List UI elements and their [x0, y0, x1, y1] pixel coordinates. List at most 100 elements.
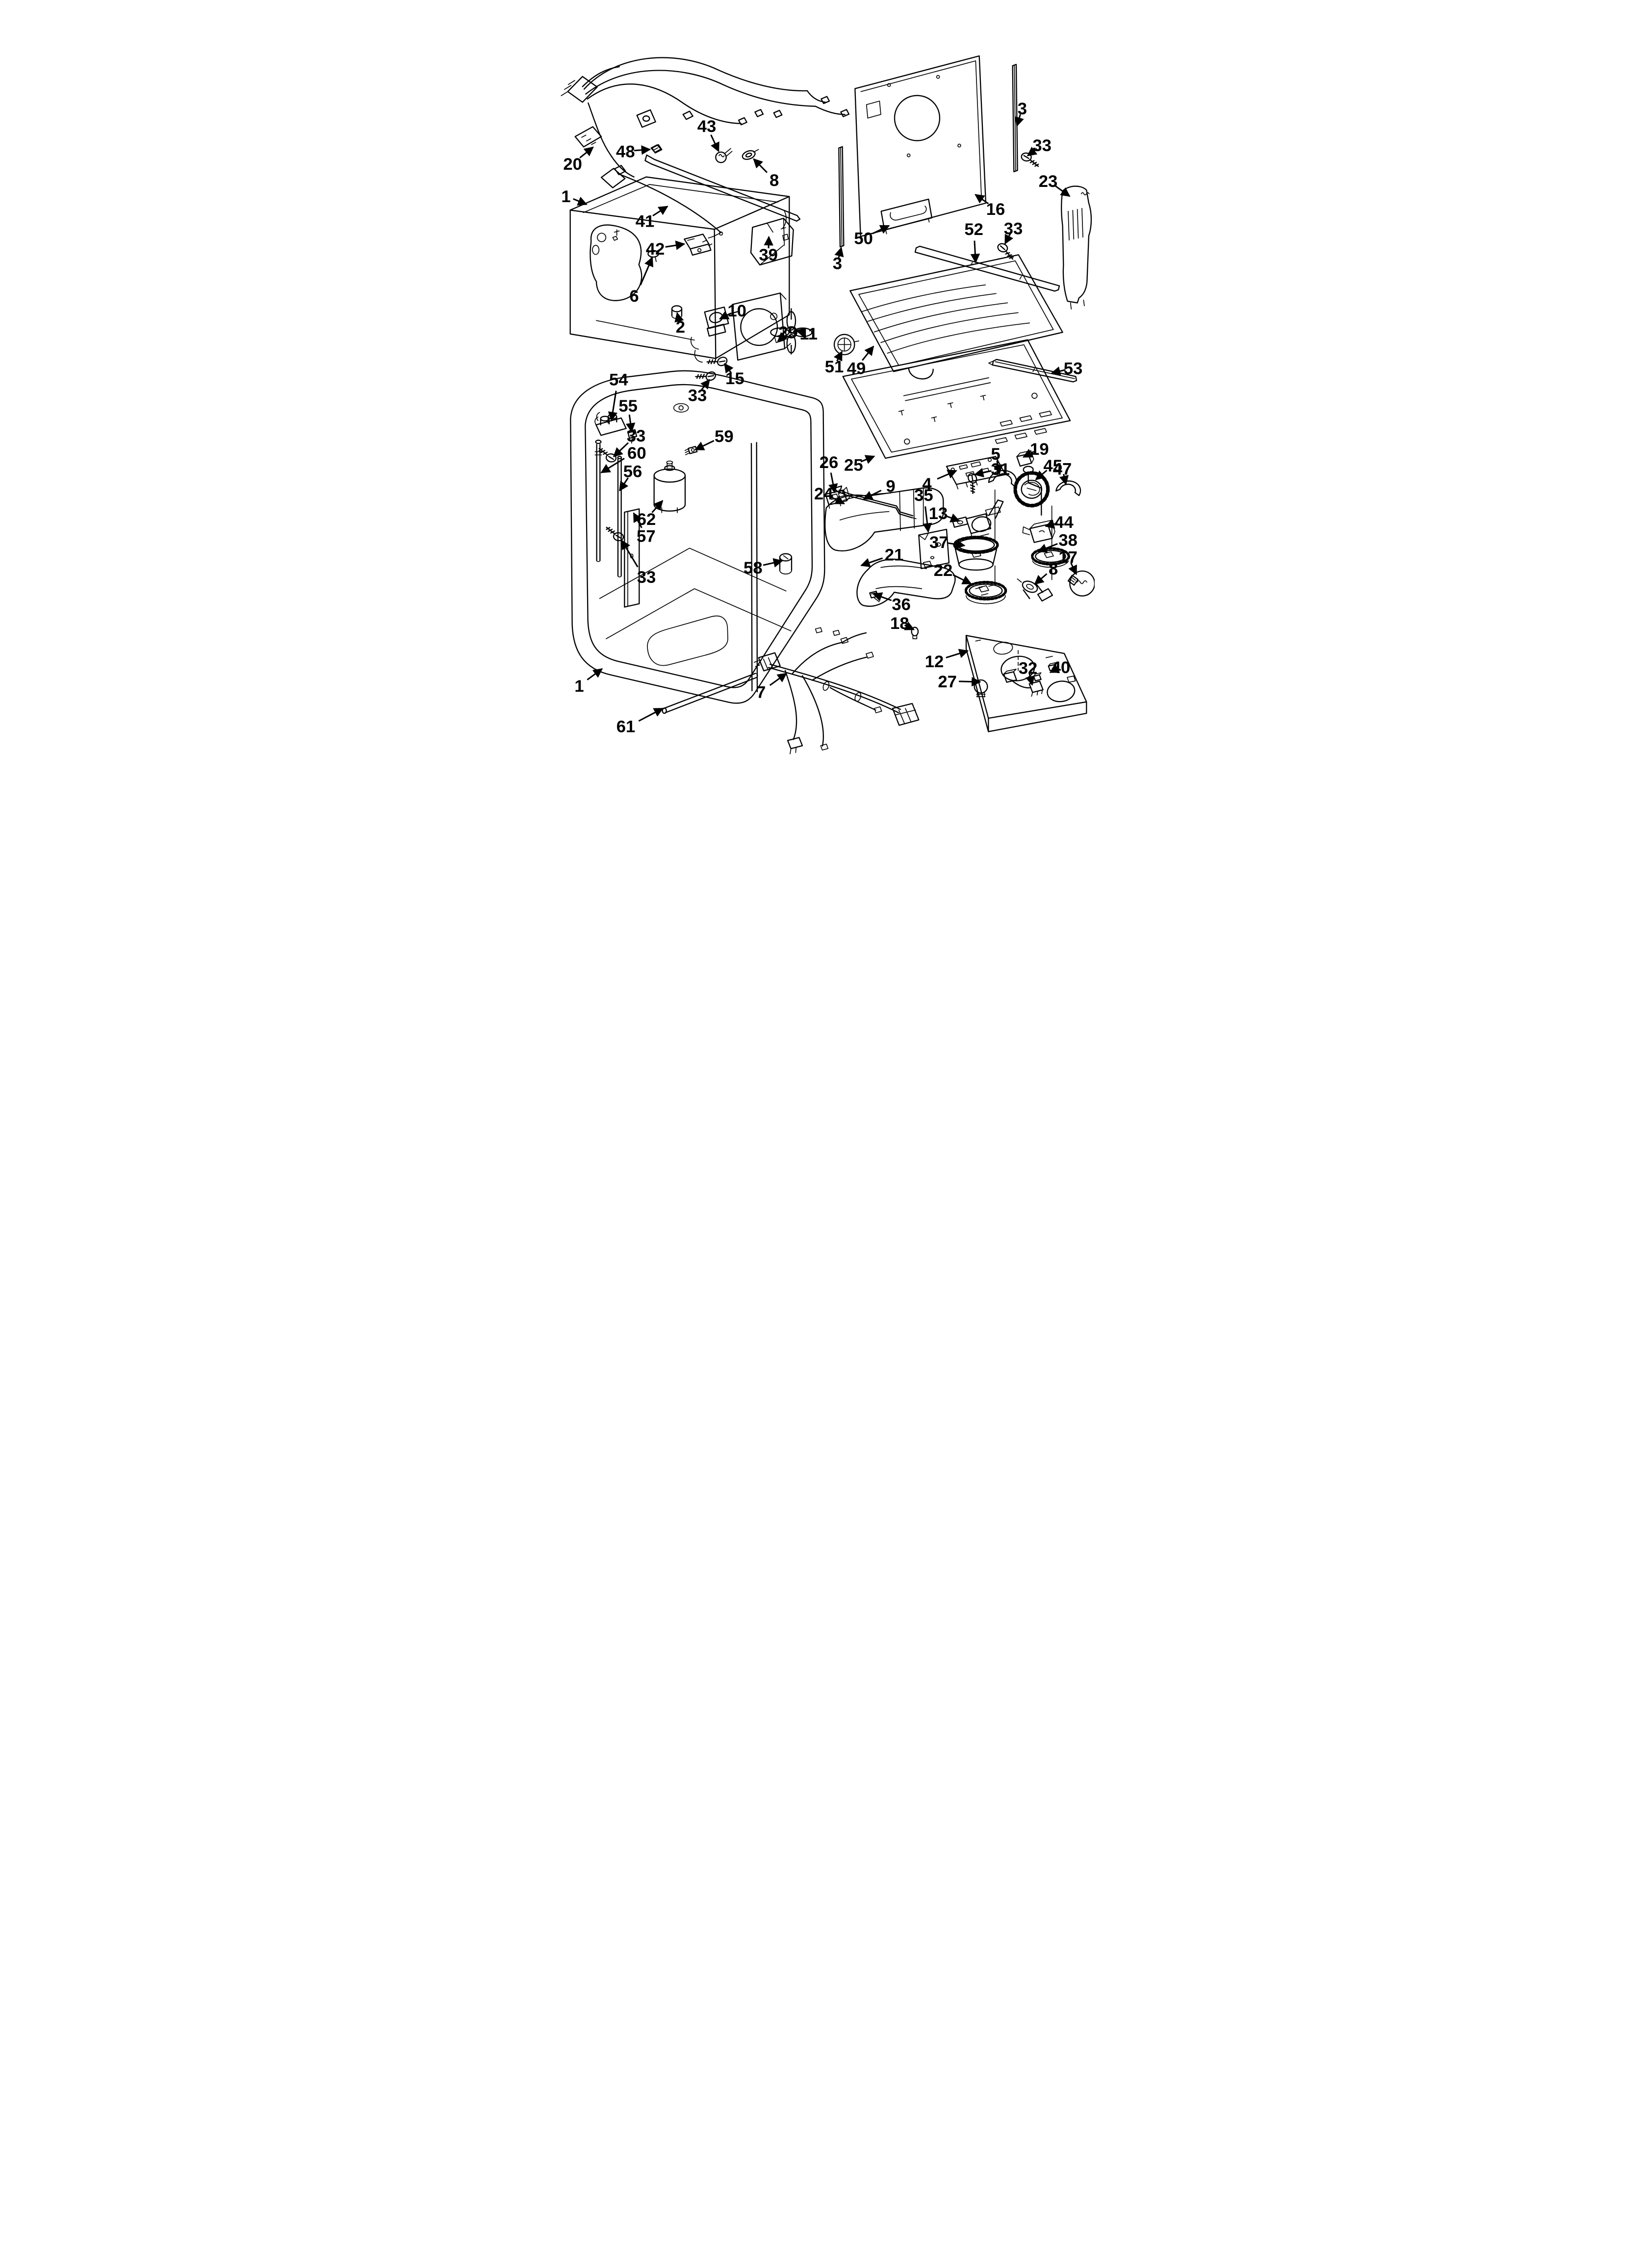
leader-arrow	[946, 649, 969, 659]
callout-label: 26	[820, 453, 839, 472]
callout-label: 13	[929, 504, 948, 523]
callout-label: 58	[744, 559, 763, 577]
air-duct-art	[824, 485, 956, 607]
callout-label: 33	[688, 386, 707, 405]
leader-arrow	[700, 379, 710, 391]
callout-label: 5	[991, 445, 1000, 464]
leader-arrow	[795, 328, 806, 338]
defrost-tray-art	[833, 254, 1078, 459]
callout-label: 55	[618, 397, 638, 416]
leader-arrow	[621, 539, 639, 568]
light-box-art	[965, 635, 1087, 732]
leader-arrow	[587, 668, 603, 680]
callout-label: 62	[637, 510, 656, 529]
callout-label: 59	[715, 427, 734, 446]
callout-label: 10	[727, 302, 746, 320]
callout-label: 4	[922, 475, 932, 494]
callout-label: 16	[986, 200, 1005, 219]
leader-arrow	[922, 506, 932, 533]
callout-label: 61	[616, 717, 636, 736]
callout-label: 7	[756, 683, 766, 702]
leader-arrow	[1035, 469, 1048, 480]
callout-label: 11	[799, 325, 818, 343]
callout-label: 3	[833, 254, 842, 273]
leader-arrow	[579, 146, 594, 158]
callout-label: 9	[886, 477, 895, 495]
leader-arrow	[1022, 448, 1034, 458]
callout-label: 42	[646, 240, 665, 259]
leader-arrow	[975, 194, 989, 205]
callout-label: 50	[854, 229, 873, 248]
leader-arrow	[872, 592, 892, 601]
leader-arrow	[952, 574, 972, 585]
leader-arrow	[724, 363, 734, 374]
leader-arrow	[613, 442, 629, 458]
leader-arrow	[1051, 366, 1066, 376]
callout-label: 17	[1058, 548, 1078, 567]
leader-arrow	[694, 440, 715, 451]
callout-label: 40	[1052, 658, 1071, 677]
callout-label: 33	[627, 427, 646, 445]
callout-label: 22	[934, 561, 953, 580]
leader-arrow	[1004, 233, 1014, 245]
leader-arrow	[1049, 664, 1060, 674]
callout-label: 19	[1030, 440, 1049, 459]
callout-label: 12	[925, 652, 944, 671]
exploded-parts-diagram-canvas: 2048438141423961029211153354555933605662…	[561, 55, 1095, 755]
callout-label: 54	[609, 370, 628, 389]
callout-label: 3	[1018, 100, 1027, 118]
callout-label: 49	[847, 359, 866, 378]
leader-arrow	[1055, 185, 1071, 197]
leader-arrow	[625, 414, 636, 433]
leader-arrow	[652, 206, 668, 216]
leader-arrow	[863, 490, 882, 500]
callout-label: 32	[1019, 659, 1038, 678]
callout-label: 6	[629, 287, 639, 306]
leader-arrow	[769, 673, 787, 686]
leader-arrow	[1045, 519, 1058, 529]
leader-arrow	[633, 512, 642, 528]
leader-arrow	[959, 677, 981, 687]
callout-label: 53	[1064, 359, 1083, 378]
leader-arrow	[830, 495, 846, 505]
callout-label: 20	[563, 155, 582, 174]
leader-arrow	[753, 158, 768, 173]
callout-label: 1	[574, 677, 584, 696]
leader-arrow	[828, 472, 838, 494]
leader-arrow	[974, 468, 992, 478]
callout-label: 36	[892, 595, 911, 614]
callout-label: 38	[1058, 531, 1078, 549]
leader-arrow	[860, 455, 875, 464]
callout-label: 48	[616, 142, 635, 161]
leader-arrow	[634, 145, 651, 155]
leader-arrow	[904, 621, 915, 630]
callout-label: 52	[964, 220, 983, 239]
leader-arrow	[1059, 473, 1069, 486]
callout-label: 2	[676, 318, 685, 337]
callout-label: 39	[759, 246, 778, 264]
callout-label: 44	[1054, 513, 1074, 532]
leader-arrow	[993, 460, 1003, 475]
leader-arrow	[651, 500, 664, 513]
leader-arrow	[860, 557, 883, 568]
callout-label: 21	[885, 546, 904, 564]
leader-arrow	[948, 539, 966, 549]
callout-label: 56	[623, 462, 642, 481]
leader-arrow	[665, 240, 686, 250]
callout-label: 8	[1049, 560, 1058, 578]
leader-arrow	[763, 558, 783, 568]
leader-arrow	[777, 332, 788, 342]
callout-label: 47	[1053, 460, 1072, 478]
leader-arrow	[608, 391, 618, 422]
callout-label: 27	[938, 673, 957, 691]
leader-arrow	[573, 196, 588, 206]
callout-label: 1	[561, 187, 570, 206]
callout-label: 37	[929, 533, 949, 552]
leader-arrow	[1034, 573, 1048, 585]
callout-label: 29	[778, 323, 797, 342]
callout-label: 45	[1043, 457, 1062, 475]
leader-arrow	[872, 225, 890, 235]
leader-arrow	[1025, 673, 1035, 686]
leader-arrow	[1037, 543, 1058, 553]
